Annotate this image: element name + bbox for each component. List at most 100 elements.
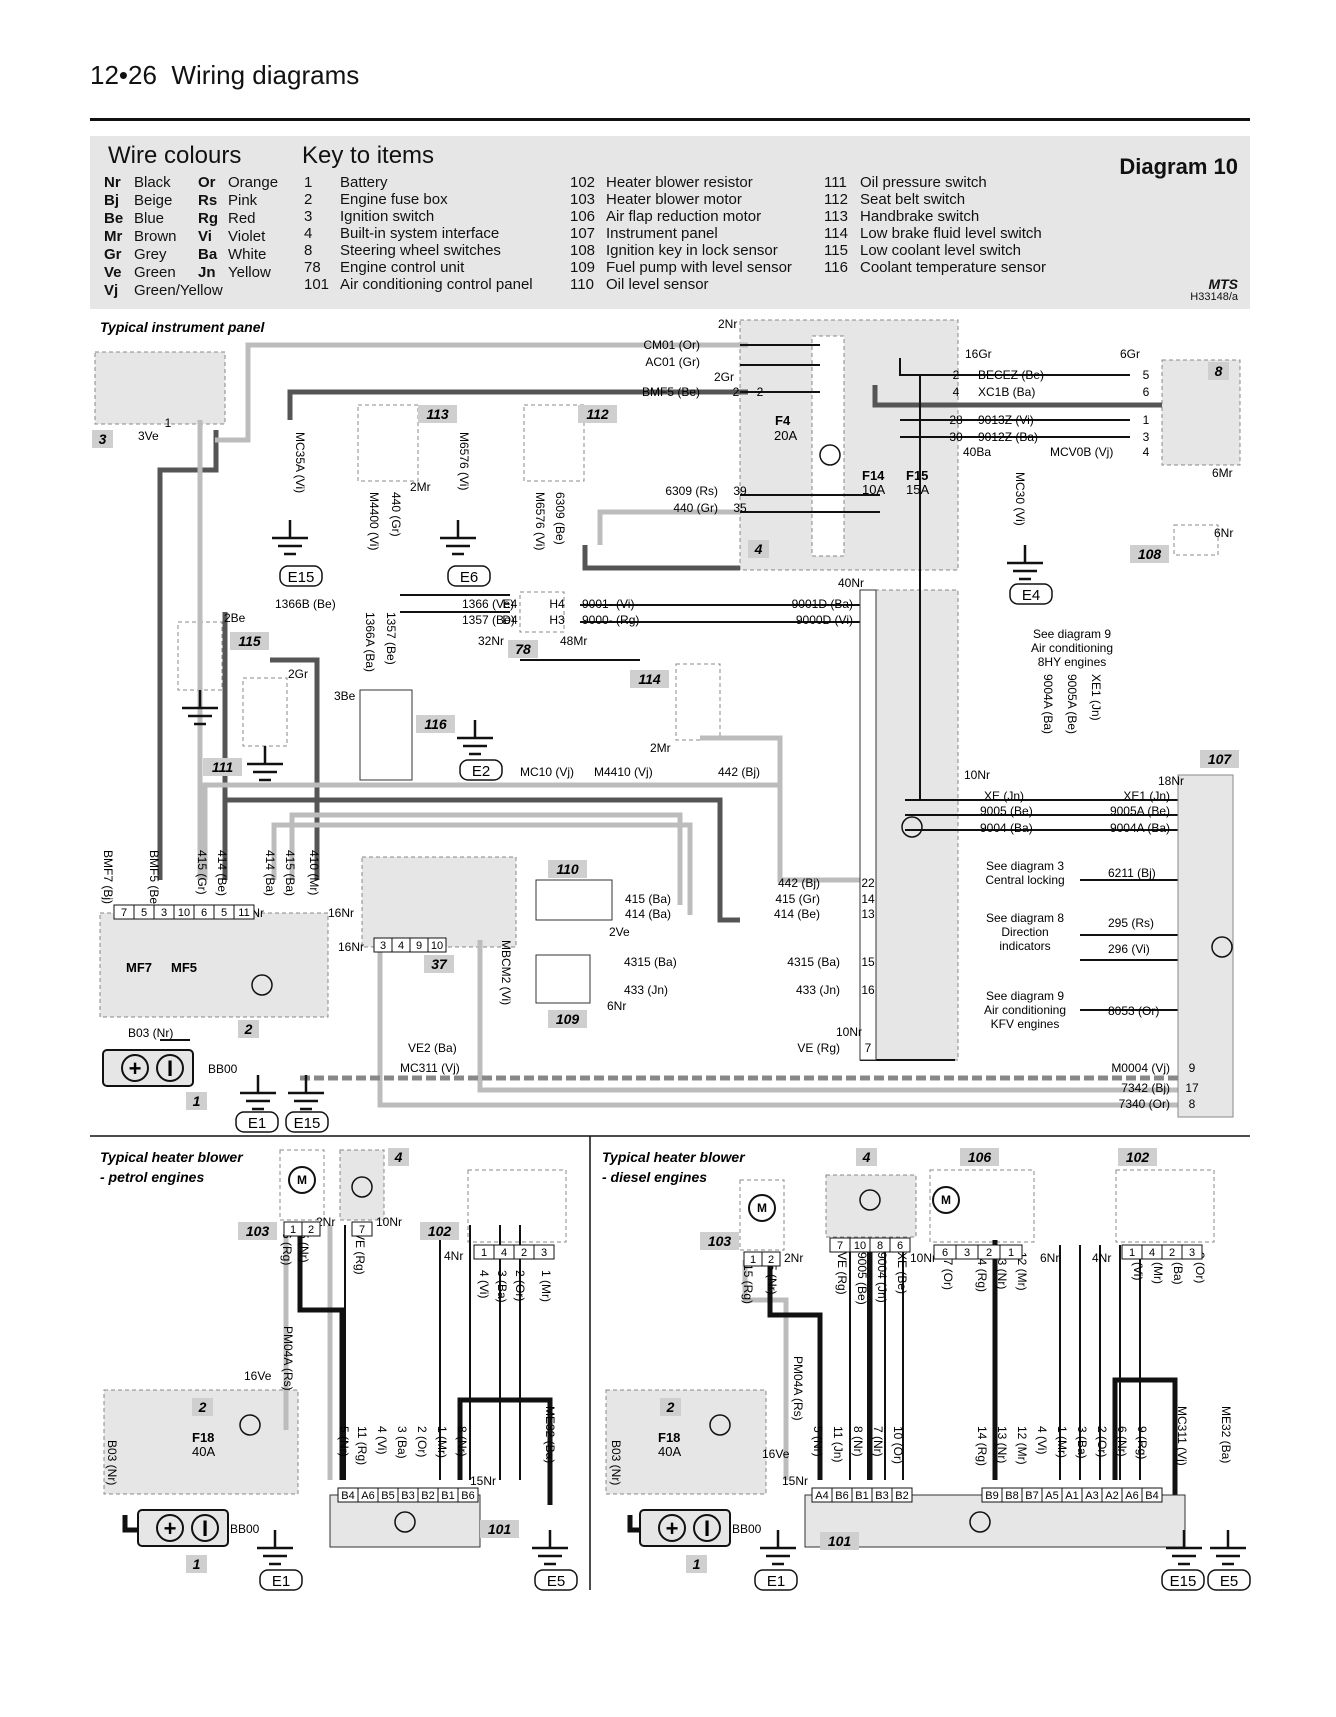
component-tag-box [238,1222,277,1240]
wire-label-d15rg: 15 (Rg) [741,1264,755,1304]
wire-label-d13nr: 13 (Nr) [995,1252,1009,1289]
connector-pin-d101a: B3 [875,1490,888,1502]
earth-symbols [182,520,1246,1566]
wire-label-pb1mr: 1 (Mr) [435,1426,449,1458]
connector-pin-d106: 6 [942,1247,948,1259]
connector-pin-p102: 1 [481,1247,487,1259]
wire-label-mc10: MC10 (Vj) [520,765,574,779]
wire-label-d5nr: 5 (Nr) [765,1264,779,1295]
wire-7342-bj [377,940,1190,1108]
component-tag-box [856,1148,877,1166]
wire-label-mc35a: MC35A (Vi) [293,432,307,493]
battery-d-minus-symbol: I [704,1516,710,1541]
connector-pin-d101b: A3 [1085,1490,1098,1502]
wire-label-w440: 440 (Gr) [389,492,403,537]
motor-d103 [739,1179,785,1251]
fuse-f14-rating: 10A [862,482,885,497]
wire-label-db13nr: 13 (Nr) [995,1426,1009,1463]
fuse-p-f18-rating: 40A [192,1444,215,1459]
key-item-number: 116 [824,259,848,276]
component-tag-box [1200,750,1239,768]
resistor-d102 [1115,1169,1215,1243]
wire-label-pb3ba: 3 (Ba) [395,1426,409,1459]
wire-label-w4315b: 4315 (Ba) [787,955,840,969]
housing-4-inner [811,335,845,557]
component-tag-box [1208,362,1229,380]
wire-label-pin3: 3 [1143,430,1150,444]
section-title-instrument-panel: Typical instrument panel [100,319,266,335]
wire-cm01 [215,342,748,443]
connector-pin-p102: 4 [501,1247,507,1259]
key-item-name: Seat belt switch [860,191,966,208]
connector-pin-box [1181,1244,1203,1260]
key-item-number: 1 [304,174,313,191]
battery-terminal [658,1514,686,1542]
connector-pin-c2: 3 [161,907,167,919]
battery-p-plus-symbol: + [164,1516,177,1541]
key-item-name: Air conditioning control panel [340,276,533,293]
earth-pe1: E1 [272,1573,290,1590]
wire-label-pin22: 22 [861,876,875,890]
connector-pin-d4: 10 [854,1240,866,1252]
electronic-symbols [239,444,1233,1533]
key-item-name: Engine fuse box [340,191,448,208]
wire-label-w7340: 7340 (Or) [1119,1097,1170,1111]
wire-label-db5nr: 5 (Nr) [811,1426,825,1457]
component-tag-p1: 1 [193,1556,201,1572]
component-tag-box [424,955,454,973]
component-tag-c3: 3 [99,431,107,447]
wire-9000d [580,604,860,623]
wire-label-n16gr: 16Gr [965,347,992,361]
key-item-name: Low coolant level switch [860,242,1021,259]
wire-label-w433b: 433 (Jn) [796,983,840,997]
key-item-name: Coolant temperature sensor [860,259,1046,276]
key-item-name: Heater blower motor [606,191,742,208]
key-item-number: 108 [570,242,596,259]
key-item-name: Built-in system interface [340,225,500,242]
connector-4-strip [859,589,877,1061]
wire-label-w1366: 1366 (Ve) [462,597,514,611]
wire-label-pin28: 28 [949,413,963,427]
component-tag-box [960,1148,999,1166]
ecu-d101 [804,1494,1186,1548]
component-tag-box [1118,1148,1157,1166]
wire-label-w1357: 1357 (Be) [462,613,515,627]
wire-label-p4vi: 4 (Vi) [477,1270,491,1298]
sensor-110 [535,879,613,921]
wire-label-pin15: 15 [861,955,875,969]
wire-label-p2b: 2 [757,385,764,399]
component-tag-box [700,1232,739,1250]
wire-label-w6309: 6309 (Be) [553,492,567,545]
component-tag-box [508,640,538,658]
wire-label-pb03: B03 (Nr) [105,1440,119,1485]
component-tag-box [630,670,669,688]
wire-label-pin7: 7 [865,1041,872,1055]
switch-113 [357,404,419,482]
wire-label-n18nr: 18Nr [1158,774,1184,788]
wire-colour-name: Green [134,264,176,281]
key-item-number: 109 [570,259,596,276]
battery-p-minus-symbol: I [202,1516,208,1541]
wire-label-w414be: 414 (Be) [215,850,229,896]
wire-becez [899,358,1130,376]
wire-label-pin2: 2 [953,368,960,382]
sensor-109 [535,954,591,1004]
fuse-f4-rating: 20A [774,428,797,443]
connector-pin-c37: 3 [380,940,386,952]
wire-label-n6nr2: 6Nr [607,999,626,1013]
motor-icon [288,1166,316,1194]
connector-pin-c2: 5 [221,907,227,919]
component-tag-d102: 102 [1126,1149,1150,1165]
component-tag-box [820,1532,859,1550]
wire-label-m0004: M0004 (Vj) [1111,1061,1170,1075]
wire-d-5nr [767,1260,823,1480]
fuse-f15-label: F15 [906,468,928,483]
wire-label-xe1b: XE1 (Jn) [1123,789,1170,803]
wire-label-ve: VE (Rg) [797,1041,840,1055]
section-title-petrol: Typical heater blower- petrol engines [100,1149,244,1185]
component-tag-box [418,405,457,423]
earth-box-de5 [1207,1569,1251,1591]
component-tag-c37: 37 [431,956,448,972]
